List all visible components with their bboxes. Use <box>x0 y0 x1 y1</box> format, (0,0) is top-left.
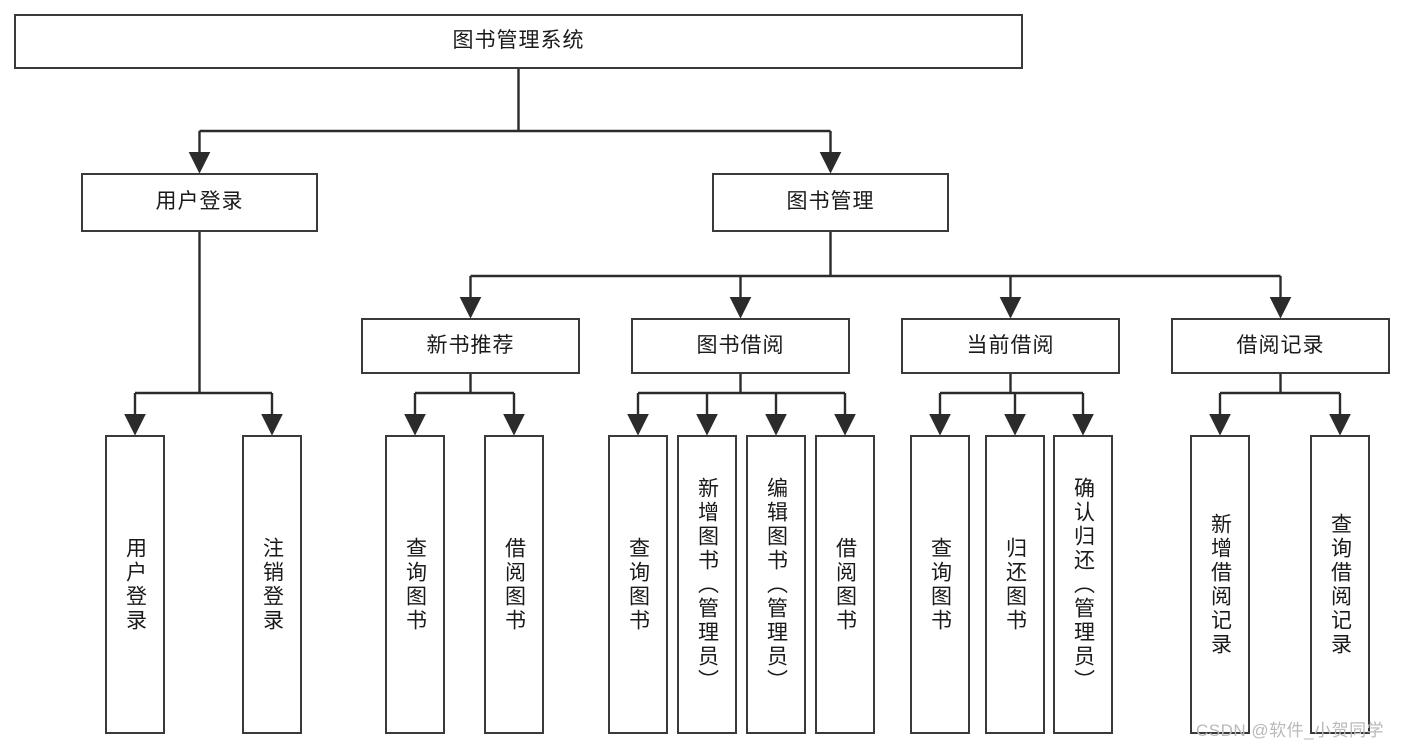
node-leaf-edit-book[interactable]: 编辑图书（管理员） <box>746 435 806 734</box>
node-leaf-edit-book-label: 编辑图书（管理员） <box>764 476 788 693</box>
node-leaf-borrow-book-2[interactable]: 借阅图书 <box>815 435 875 734</box>
node-leaf-add-record-label: 新增借阅记录 <box>1208 512 1232 657</box>
node-borrow-record-label: 借阅记录 <box>1236 333 1325 357</box>
node-borrow-record[interactable]: 借阅记录 <box>1171 318 1390 374</box>
node-user-login-label: 用户登录 <box>155 190 244 214</box>
watermark-text: CSDN @软件_小贺同学 <box>1196 721 1385 740</box>
node-leaf-confirm-return[interactable]: 确认归还（管理员） <box>1053 435 1113 734</box>
node-user-login[interactable]: 用户登录 <box>81 173 318 232</box>
node-new-book-rec[interactable]: 新书推荐 <box>361 318 580 374</box>
node-leaf-user-login[interactable]: 用户登录 <box>105 435 165 734</box>
node-leaf-borrow-book-1[interactable]: 借阅图书 <box>484 435 544 734</box>
node-leaf-borrow-book-1-label: 借阅图书 <box>502 536 526 633</box>
node-leaf-borrow-book-2-label: 借阅图书 <box>833 536 857 633</box>
node-leaf-query-book-2-label: 查询图书 <box>626 536 650 633</box>
node-new-book-rec-label: 新书推荐 <box>426 333 515 357</box>
node-book-borrow-label: 图书借阅 <box>696 333 785 357</box>
node-leaf-add-book-label: 新增图书（管理员） <box>695 476 719 693</box>
node-current-borrow[interactable]: 当前借阅 <box>901 318 1120 374</box>
node-book-manage[interactable]: 图书管理 <box>712 173 949 232</box>
node-leaf-query-book-2[interactable]: 查询图书 <box>608 435 668 734</box>
node-leaf-user-login-label: 用户登录 <box>123 536 147 633</box>
node-root[interactable]: 图书管理系统 <box>14 14 1023 69</box>
node-root-label: 图书管理系统 <box>452 29 585 53</box>
node-leaf-query-book-1-label: 查询图书 <box>403 536 427 633</box>
node-leaf-user-logout-label: 注销登录 <box>260 536 284 633</box>
node-leaf-confirm-return-label: 确认归还（管理员） <box>1071 476 1095 693</box>
node-leaf-query-book-3[interactable]: 查询图书 <box>910 435 970 734</box>
node-leaf-query-record[interactable]: 查询借阅记录 <box>1310 435 1370 734</box>
node-leaf-return-book-label: 归还图书 <box>1003 536 1027 633</box>
node-book-manage-label: 图书管理 <box>786 190 875 214</box>
node-current-borrow-label: 当前借阅 <box>966 333 1055 357</box>
node-leaf-query-record-label: 查询借阅记录 <box>1328 512 1352 657</box>
node-leaf-add-book[interactable]: 新增图书（管理员） <box>677 435 737 734</box>
node-leaf-query-book-1[interactable]: 查询图书 <box>385 435 445 734</box>
node-book-borrow[interactable]: 图书借阅 <box>631 318 850 374</box>
node-leaf-query-book-3-label: 查询图书 <box>928 536 952 633</box>
node-leaf-user-logout[interactable]: 注销登录 <box>242 435 302 734</box>
node-leaf-return-book[interactable]: 归还图书 <box>985 435 1045 734</box>
node-leaf-add-record[interactable]: 新增借阅记录 <box>1190 435 1250 734</box>
